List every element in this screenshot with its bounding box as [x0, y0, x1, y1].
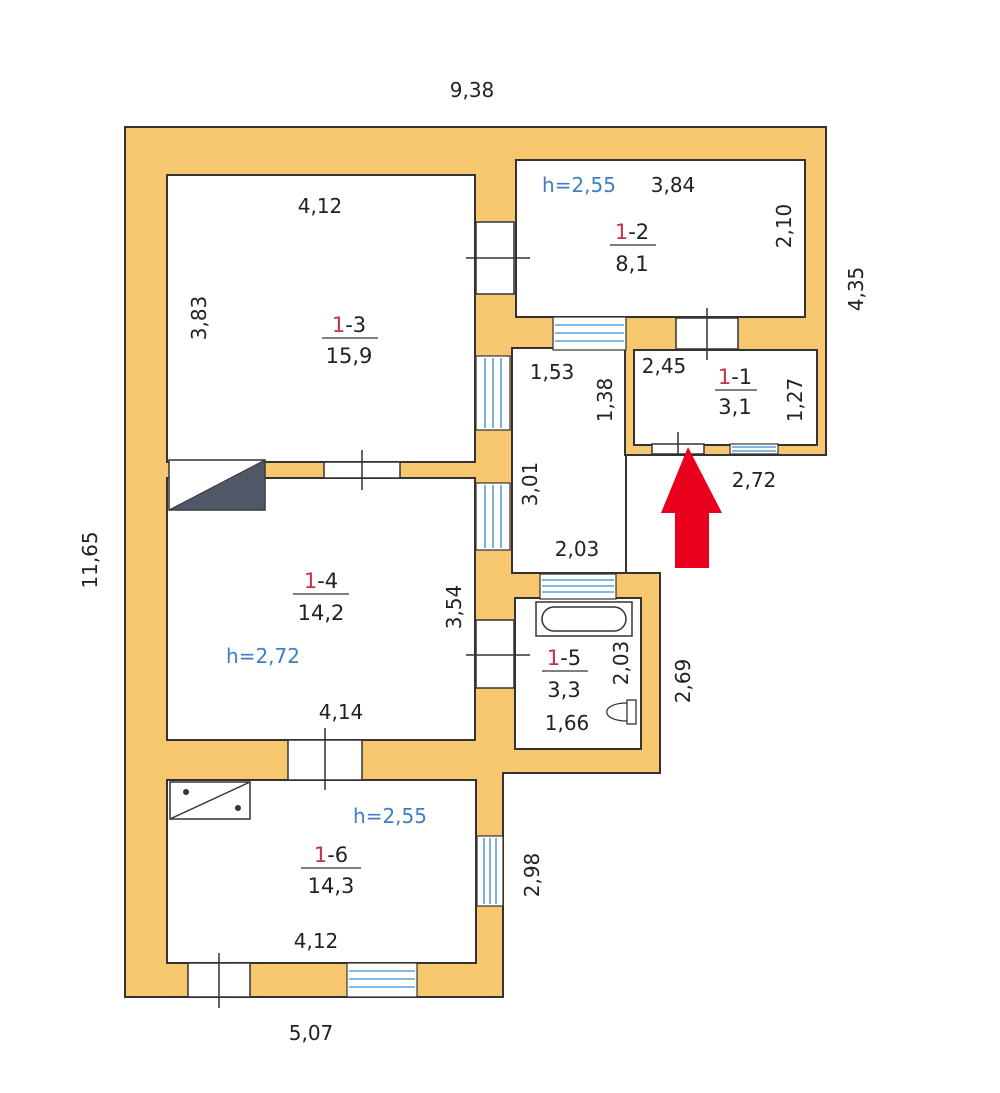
door-1-3-to-1-2	[466, 221, 530, 295]
dim-corridor-side-small: 1,38	[593, 378, 617, 423]
room-1-2	[515, 159, 806, 318]
dim-1-1-side: 1,27	[783, 378, 807, 423]
dim-1-6-side: 2,98	[520, 853, 544, 898]
dim-1-3-top: 4,12	[298, 194, 343, 218]
room-1-4-area: 14,2	[298, 601, 345, 625]
room-1-6-area: 14,3	[308, 874, 355, 898]
dim-1-5-inner: 2,03	[609, 641, 633, 686]
room-1-5-area: 3,3	[547, 678, 580, 702]
dim-1-6-bottom: 4,12	[294, 929, 339, 953]
room-1-3-id: 1-3	[332, 313, 366, 337]
window-1-2-bottom	[552, 316, 627, 351]
dim-overall-width-top: 9,38	[450, 78, 495, 102]
bathtub-icon	[535, 601, 633, 637]
room-1-4	[166, 477, 476, 741]
dim-1-1-top: 2,45	[642, 354, 687, 378]
entrance-door	[651, 432, 705, 456]
window-1-1-bottom	[729, 443, 779, 455]
window-corridor-left-bottom	[475, 482, 511, 551]
dim-1-5-bottom: 1,66	[545, 711, 590, 735]
room-1-2-height: h=2,55	[542, 173, 616, 197]
window-1-6-bottom	[346, 962, 418, 998]
dim-corridor-side: 3,01	[518, 462, 542, 507]
room-1-3-area: 15,9	[326, 344, 373, 368]
door-1-4-to-1-6	[287, 728, 363, 790]
entrance-arrow-icon	[661, 447, 722, 568]
room-1-6-id: 1-6	[314, 843, 348, 867]
dim-overall-height-right: 4,35	[844, 267, 868, 312]
room-1-4-id: 1-4	[304, 569, 338, 593]
dim-1-4-side: 3,54	[442, 585, 466, 630]
stove-icon	[169, 781, 251, 820]
room-1-1-area: 3,1	[718, 395, 751, 419]
dim-corridor-bottom: 2,03	[555, 537, 600, 561]
dim-1-1-bottom: 2,72	[732, 468, 777, 492]
dim-1-4-bottom: 4,14	[319, 700, 364, 724]
room-1-1-id: 1-1	[718, 365, 752, 389]
door-1-2-to-1-1	[675, 308, 739, 360]
window-corridor-left-top	[475, 355, 511, 431]
door-1-6-bottom	[187, 953, 251, 1008]
toilet-icon	[606, 699, 637, 725]
room-1-2-area: 8,1	[615, 252, 648, 276]
room-1-1	[633, 349, 818, 446]
room-1-5-id: 1-5	[547, 646, 581, 670]
dim-1-2-top: 3,84	[651, 173, 696, 197]
room-1-3	[166, 174, 476, 463]
staircase-icon	[168, 459, 266, 511]
window-1-6-right	[476, 835, 504, 907]
room-1-6-height: h=2,55	[353, 804, 427, 828]
dim-overall-width-bottom: 5,07	[289, 1021, 334, 1045]
door-1-4-to-1-5	[466, 619, 530, 689]
dim-1-3-side: 3,83	[187, 296, 211, 341]
dim-overall-height-left: 11,65	[78, 531, 102, 588]
dim-1-2-side: 2,10	[772, 204, 796, 249]
door-1-3-to-1-4	[323, 450, 401, 490]
room-1-2-id: 1-2	[615, 220, 649, 244]
dim-1-5-outer-side: 2,69	[671, 659, 695, 704]
window-1-5-top	[539, 573, 617, 600]
dim-corridor-width-top: 1,53	[530, 360, 575, 384]
room-1-4-height: h=2,72	[226, 644, 300, 668]
